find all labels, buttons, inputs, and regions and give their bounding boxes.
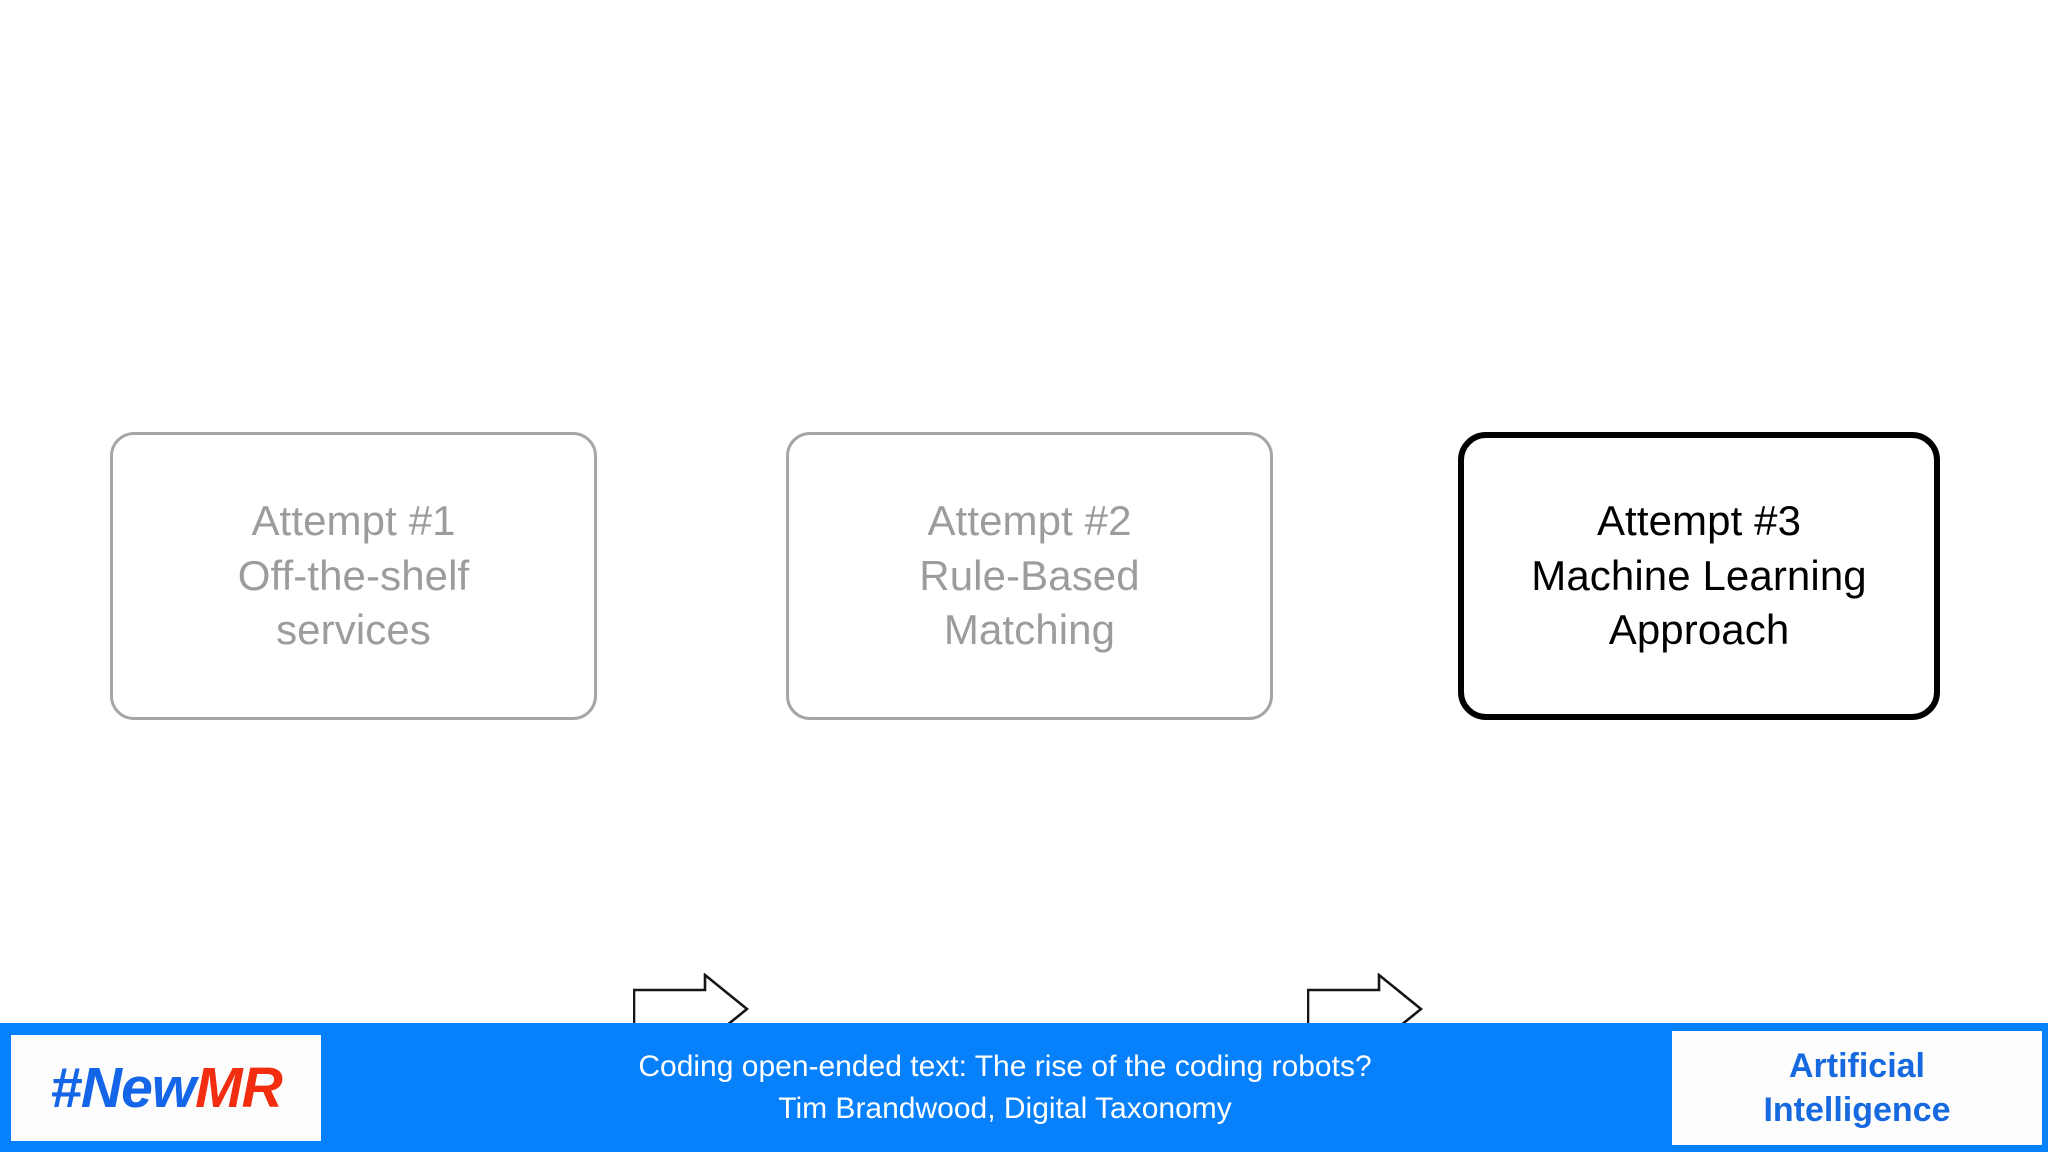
- process-flow-diagram: Attempt #1 Off-the-shelf services Attemp…: [0, 432, 2048, 1045]
- newmr-logo[interactable]: #NewMR: [11, 1035, 321, 1141]
- flow-node-attempt-1[interactable]: Attempt #1 Off-the-shelf services: [110, 432, 597, 720]
- flow-node-attempt-2[interactable]: Attempt #2 Rule-Based Matching: [786, 432, 1273, 720]
- footer-title-block: Coding open-ended text: The rise of the …: [340, 1023, 1670, 1152]
- flow-node-attempt-3[interactable]: Attempt #3 Machine Learning Approach: [1458, 432, 1940, 720]
- footer-bar: #NewMR Coding open-ended text: The rise …: [0, 1023, 2048, 1152]
- footer-topic-badge: Artificial Intelligence: [1672, 1031, 2042, 1145]
- flow-node-2-label: Attempt #2 Rule-Based Matching: [919, 497, 1140, 654]
- newmr-logo-text: #NewMR: [50, 1059, 283, 1117]
- footer-presenter-name: Tim Brandwood, Digital Taxonomy: [778, 1091, 1232, 1125]
- footer-topic-line-1: Artificial: [1788, 1046, 1926, 1085]
- footer-presentation-title: Coding open-ended text: The rise of the …: [638, 1050, 1372, 1084]
- newmr-logo-blue-part: #New: [50, 1055, 196, 1120]
- newmr-logo-red-part: MR: [195, 1055, 283, 1120]
- flow-node-3-label: Attempt #3 Machine Learning Approach: [1531, 497, 1867, 654]
- footer-topic-line-2: Intelligence: [1763, 1091, 1951, 1129]
- flow-node-1-label: Attempt #1 Off-the-shelf services: [237, 497, 470, 654]
